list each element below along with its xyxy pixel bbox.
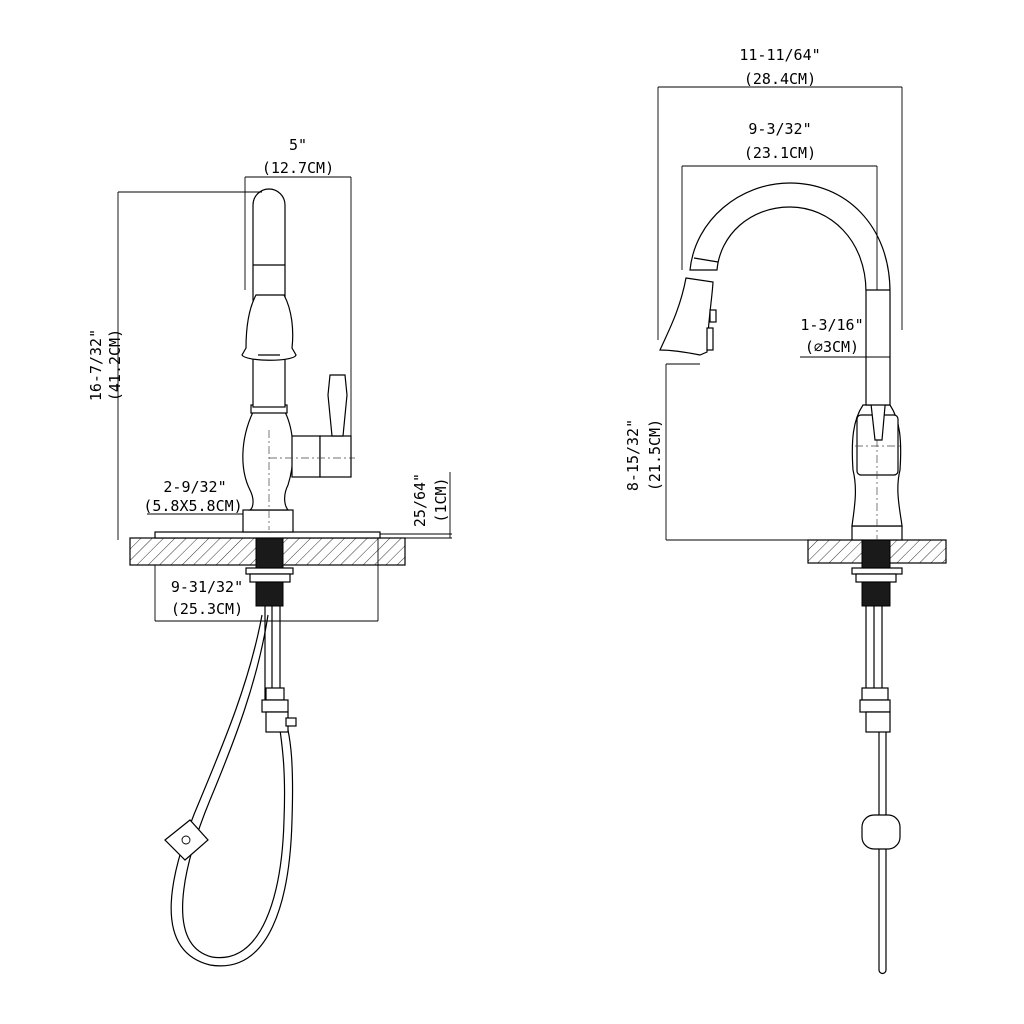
front-view-dimensions: 5" (12.7CM) 16-7/32" (41.2CM) 2-9/32" (5… [87,136,452,622]
diameter-cm-label: (⌀3CM) [805,338,859,356]
width-cm-label: (12.7CM) [262,159,334,177]
deck-inch-label: 25/64" [411,473,429,527]
hose-weight [164,819,209,861]
front-view-faucet [129,188,406,967]
lever-handle [327,374,348,437]
spray-head-side [659,277,714,356]
spout-cm-label: (23.1CM) [744,144,816,162]
height-cm-label: (41.2CM) [106,329,124,401]
base-cm-label: (5.8X5.8CM) [143,497,242,515]
deck-plate [154,531,381,539]
spray-head [241,294,297,361]
reach-cm-label: (28.4CM) [744,70,816,88]
clearance-cm-label: (21.5CM) [646,419,664,491]
plate-cm-label: (25.3CM) [171,600,243,618]
clearance-inch-label: 8-15/32" [624,419,642,491]
width-inch-label: 5" [289,136,307,154]
spout-inch-label: 9-3/32" [748,120,811,138]
gooseneck-spout [689,182,891,406]
hose-weight-side [861,814,901,850]
diameter-inch-label: 1-3/16" [800,316,863,334]
deck-cm-label: (1CM) [432,477,450,522]
reach-inch-label: 11-11/64" [739,46,820,64]
side-view-dimensions: 11-11/64" (28.4CM) 9-3/32" (23.1CM) 1-3/… [624,46,903,541]
base-inch-label: 2-9/32" [163,478,226,496]
plate-inch-label: 9-31/32" [171,578,243,596]
height-inch-label: 16-7/32" [87,329,105,401]
side-view-faucet [659,182,947,975]
